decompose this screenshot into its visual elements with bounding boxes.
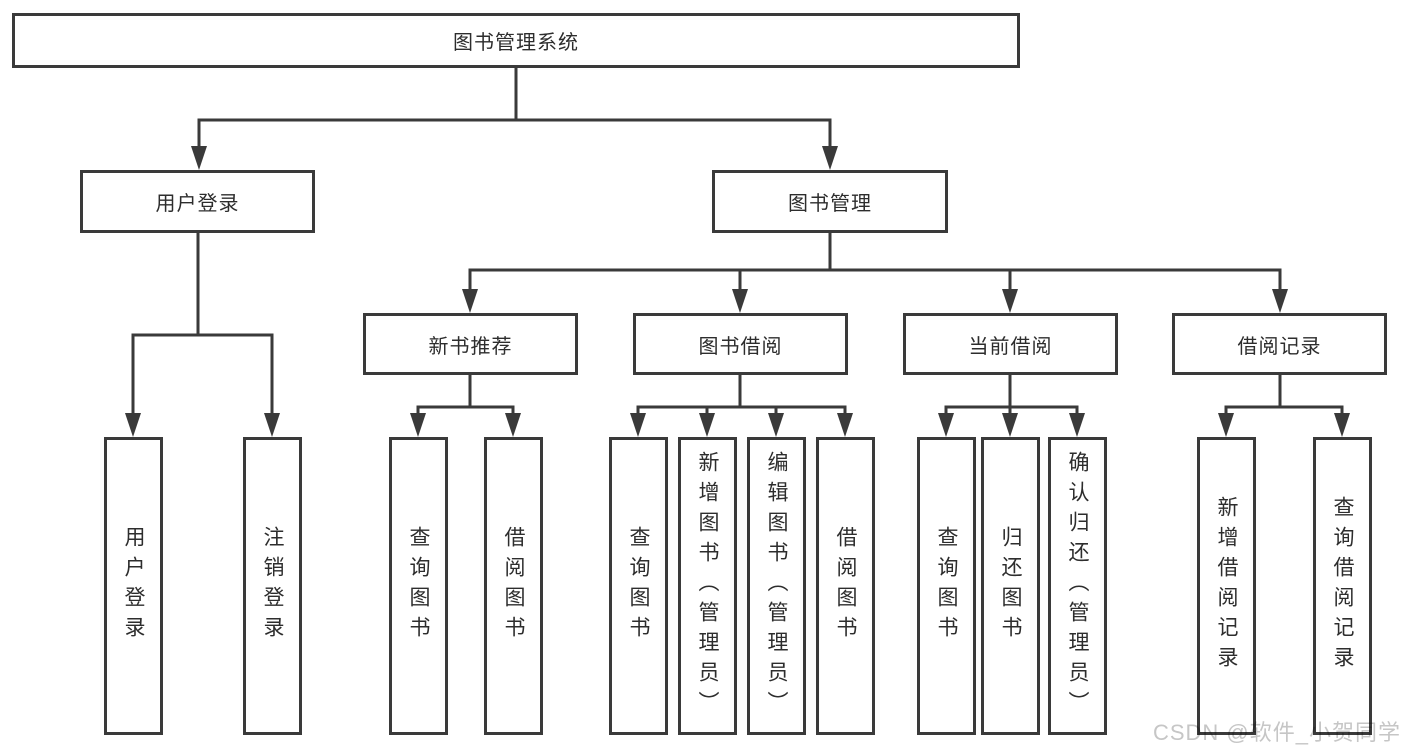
node-book-management-label: 图书管理 <box>788 193 872 215</box>
leaf-return-book: 归还图书 <box>981 437 1040 735</box>
leaf-user-login-label: 用户登录 <box>122 526 145 646</box>
node-book-borrow: 图书借阅 <box>633 313 848 375</box>
leaf-logout-login-label: 注销登录 <box>261 526 284 646</box>
node-new-book-recommend-label: 新书推荐 <box>428 335 513 358</box>
csdn-watermark: CSDN @软件_小贺同学 <box>1152 720 1401 745</box>
node-borrow-record: 借阅记录 <box>1172 313 1387 375</box>
leaf-query-book-current-label: 查询图书 <box>935 526 958 646</box>
node-book-management: 图书管理 <box>712 170 948 233</box>
node-borrow-record-label: 借阅记录 <box>1237 335 1322 358</box>
leaf-edit-book-admin: 编辑图书（管理员） <box>747 437 806 735</box>
leaf-add-book-admin-label: 新增图书（管理员） <box>696 451 719 721</box>
node-new-book-recommend: 新书推荐 <box>363 313 578 375</box>
node-book-borrow-label: 图书借阅 <box>698 335 783 358</box>
root-node-library-system: 图书管理系统 <box>12 13 1020 68</box>
leaf-query-book-current: 查询图书 <box>917 437 976 735</box>
leaf-query-book-borrow-label: 查询图书 <box>627 526 650 646</box>
leaf-logout-login: 注销登录 <box>243 437 302 735</box>
node-current-borrow-label: 当前借阅 <box>968 335 1053 358</box>
leaf-query-borrow-record: 查询借阅记录 <box>1313 437 1372 735</box>
leaf-borrow-book-recommend: 借阅图书 <box>484 437 543 735</box>
leaf-confirm-return-admin: 确认归还（管理员） <box>1048 437 1107 735</box>
leaf-add-borrow-record-label: 新增借阅记录 <box>1215 496 1238 676</box>
leaf-user-login: 用户登录 <box>104 437 163 735</box>
node-user-login-label: 用户登录 <box>155 193 240 215</box>
leaf-edit-book-admin-label: 编辑图书（管理员） <box>765 451 788 721</box>
node-user-login: 用户登录 <box>80 170 315 233</box>
node-current-borrow: 当前借阅 <box>903 313 1118 375</box>
root-node-label: 图书管理系统 <box>453 32 579 54</box>
leaf-borrow-book-label: 借阅图书 <box>834 526 857 646</box>
leaf-query-book-recommend: 查询图书 <box>389 437 448 735</box>
leaf-confirm-return-admin-label: 确认归还（管理员） <box>1066 451 1089 721</box>
leaf-borrow-book-recommend-label: 借阅图书 <box>502 526 525 646</box>
leaf-add-borrow-record: 新增借阅记录 <box>1197 437 1256 735</box>
leaf-query-book-borrow: 查询图书 <box>609 437 668 735</box>
leaf-return-book-label: 归还图书 <box>999 526 1022 646</box>
leaf-query-book-recommend-label: 查询图书 <box>407 526 430 646</box>
leaf-query-borrow-record-label: 查询借阅记录 <box>1331 496 1354 676</box>
leaf-add-book-admin: 新增图书（管理员） <box>678 437 737 735</box>
leaf-borrow-book: 借阅图书 <box>816 437 875 735</box>
